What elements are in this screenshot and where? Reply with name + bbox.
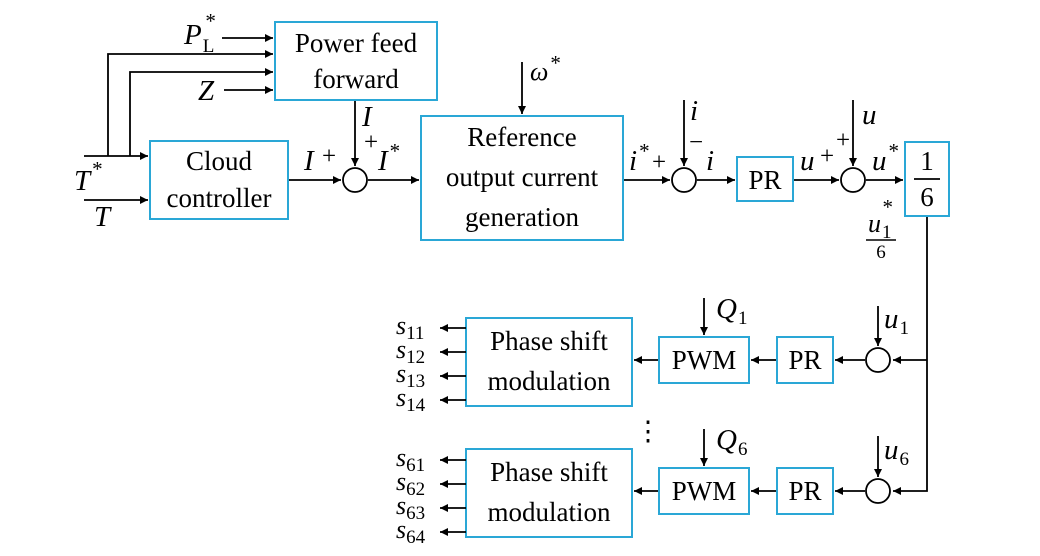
- label-u-star: u*: [872, 139, 899, 177]
- pr1-label: PR: [788, 345, 821, 375]
- outputs-row6: s61 s62 s63 s64: [396, 443, 426, 548]
- label-u1: u1: [884, 303, 909, 339]
- sign-plus-I-ff: +: [364, 129, 378, 156]
- signal-lines: [84, 34, 928, 536]
- pr-block-6: PR: [776, 467, 834, 515]
- sign-plus-u-pr: +: [820, 143, 834, 170]
- gain-numerator: 1: [920, 146, 934, 176]
- sign-minus-i: −: [689, 129, 703, 156]
- outputs-row1: s11 s12 s13 s14: [396, 311, 426, 416]
- output-s14: s14: [396, 383, 426, 416]
- output-s61: s61: [396, 443, 425, 476]
- sum-junction-current-error: [671, 167, 697, 193]
- psm1-label-1: Phase shift: [490, 326, 608, 356]
- label-T-star: T*: [74, 157, 102, 197]
- cloud-controller-block: Cloud controller: [149, 140, 289, 220]
- pwm6-label: PWM: [672, 476, 737, 506]
- sum-junction-row6: [865, 478, 891, 504]
- label-I-feedforward: I: [361, 101, 373, 133]
- pr6-label: PR: [788, 476, 821, 506]
- output-s11: s11: [396, 311, 424, 344]
- reference-label-3: generation: [465, 202, 579, 232]
- psm6-label-2: modulation: [488, 497, 611, 527]
- reference-label-1: Reference: [467, 122, 576, 152]
- pr-main-label: PR: [748, 165, 781, 195]
- label-T: T: [94, 201, 112, 233]
- psm1-label-2: modulation: [488, 366, 611, 396]
- sum-junction-voltage: [840, 167, 866, 193]
- gain-denominator: 6: [920, 182, 934, 212]
- label-u6: u6: [884, 434, 909, 470]
- phase-shift-modulation-block-6: Phase shift modulation: [465, 448, 633, 538]
- output-s64: s64: [396, 515, 426, 548]
- reference-label-2: output current: [446, 162, 599, 192]
- label-u-pr: u: [800, 145, 815, 177]
- svg-text:u1*: u1*: [868, 195, 893, 243]
- cloud-controller-label-1: Cloud: [186, 146, 253, 176]
- label-i-measured: i: [690, 95, 698, 127]
- sum-junction-row1: [865, 347, 891, 373]
- phase-shift-modulation-block-1: Phase shift modulation: [465, 317, 633, 407]
- sign-plus-I-fb: +: [322, 143, 336, 170]
- label-Q6: Q6: [716, 424, 747, 460]
- sum-junction-current-ref: [342, 167, 368, 193]
- signal-labels: PL* Z T* T I + I + I* ω* i* + i − i u + …: [74, 9, 909, 470]
- sign-plus-u-meas: +: [836, 127, 850, 154]
- label-Z: Z: [198, 75, 215, 107]
- label-omega-star: ω*: [530, 51, 560, 86]
- pwm-block-6: PWM: [658, 467, 750, 515]
- output-s63: s63: [396, 491, 425, 524]
- pr-main-block: PR: [736, 156, 794, 202]
- power-feed-forward-label-2: forward: [313, 64, 399, 94]
- label-Q1: Q1: [716, 293, 747, 329]
- one-sixth-gain-block: 1 6: [904, 141, 950, 217]
- pwm-block-1: PWM: [658, 336, 750, 384]
- svg-text:6: 6: [876, 242, 886, 263]
- label-i-star: i*: [629, 139, 649, 177]
- label-u-measured: u: [862, 99, 877, 131]
- output-s62: s62: [396, 467, 425, 500]
- psm6-label-1: Phase shift: [490, 457, 608, 487]
- pwm1-label: PWM: [672, 345, 737, 375]
- output-s13: s13: [396, 359, 425, 392]
- output-s12: s12: [396, 335, 425, 368]
- reference-current-generation-block: Reference output current generation: [420, 115, 624, 241]
- label-PL-star: PL*: [183, 9, 215, 57]
- sign-plus-i-ref: +: [652, 149, 666, 176]
- cloud-controller-label-2: controller: [167, 183, 272, 213]
- vertical-ellipsis: ⋮: [635, 416, 662, 446]
- label-u1-star-over-6: u1* 6: [866, 195, 896, 263]
- power-feed-forward-block: Power feed forward: [274, 21, 438, 101]
- power-feed-forward-label-1: Power feed: [295, 28, 418, 58]
- pr-block-1: PR: [776, 336, 834, 384]
- label-I-controller: I: [303, 145, 315, 177]
- label-I-star: I*: [377, 139, 400, 177]
- label-i-error: i: [706, 145, 714, 177]
